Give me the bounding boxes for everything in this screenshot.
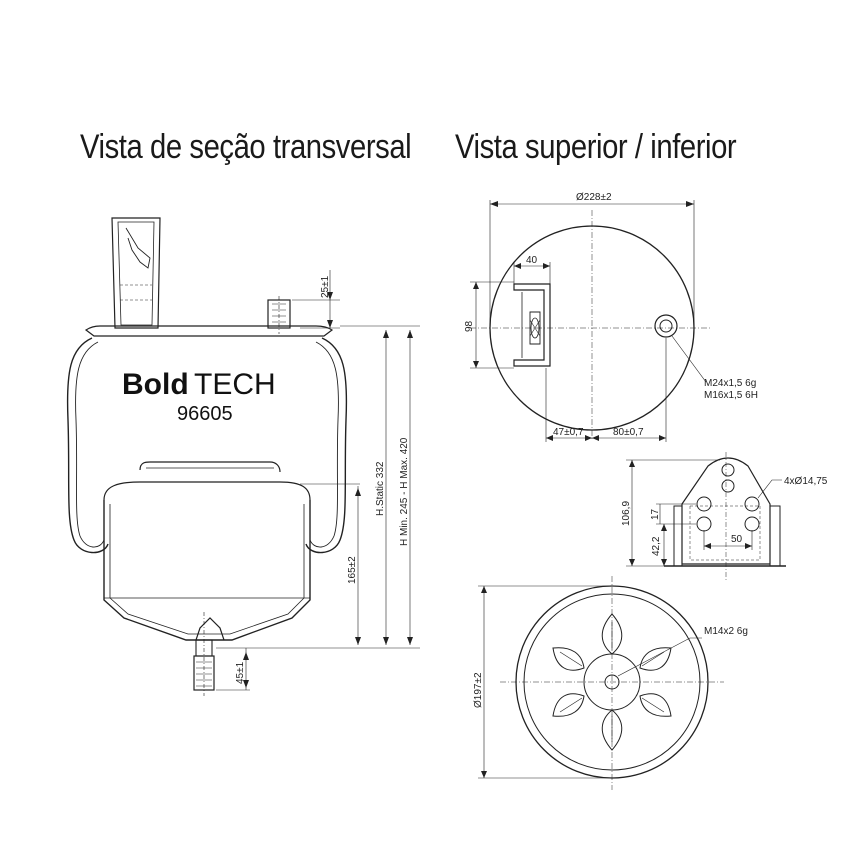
model-number: 96605 <box>177 403 233 425</box>
bottom-view: M14x2 6g Ø197±2 <box>473 576 748 790</box>
cross-section-view: Bold TECH 96605 25±1 H.Static 332 H Min.… <box>66 217 420 696</box>
flange-view: 4xØ14,75 106,9 17 42,2 50 <box>621 452 828 580</box>
dim-piston-height: 165±2 <box>347 556 358 584</box>
dim-h-min-max: H Min. 245 - H Max. 420 <box>399 437 410 546</box>
dim-hole-spacing-h: 50 <box>731 534 743 545</box>
brand-tech-text: TECH <box>194 368 276 401</box>
dim-offset-80: 80±0,7 <box>613 427 644 438</box>
dim-hole-spacing-v: 17 <box>650 508 661 520</box>
dim-flange-height: 106,9 <box>621 501 632 526</box>
dim-bottom-thread: M14x2 6g <box>704 626 748 637</box>
dim-bottom-stud: 45±1 <box>235 661 246 684</box>
section-view-title: Vista de seção transversal <box>80 128 412 166</box>
dim-hole-offset: 42,2 <box>651 536 662 556</box>
dim-bracket-height: 98 <box>464 320 475 332</box>
top-bottom-view-title: Vista superior / inferior <box>455 128 737 166</box>
dim-bottom-diameter: Ø197±2 <box>473 672 484 708</box>
top-view: Ø228±2 40 98 M24x1,5 6g M16x1,5 6H 47±0,… <box>464 192 758 442</box>
dim-bracket-width: 40 <box>526 255 538 266</box>
brand-bold-text: Bold <box>122 368 189 401</box>
dim-h-static: H.Static 332 <box>375 461 386 516</box>
dim-thread-m16: M16x1,5 6H <box>704 390 758 401</box>
dim-offset-47: 47±0,7 <box>553 427 584 438</box>
dim-thread-m24: M24x1,5 6g <box>704 378 756 389</box>
dim-holes: 4xØ14,75 <box>784 476 828 487</box>
dim-top-diameter: Ø228±2 <box>576 192 612 203</box>
dim-top-bolt: 25±1 <box>320 275 331 298</box>
